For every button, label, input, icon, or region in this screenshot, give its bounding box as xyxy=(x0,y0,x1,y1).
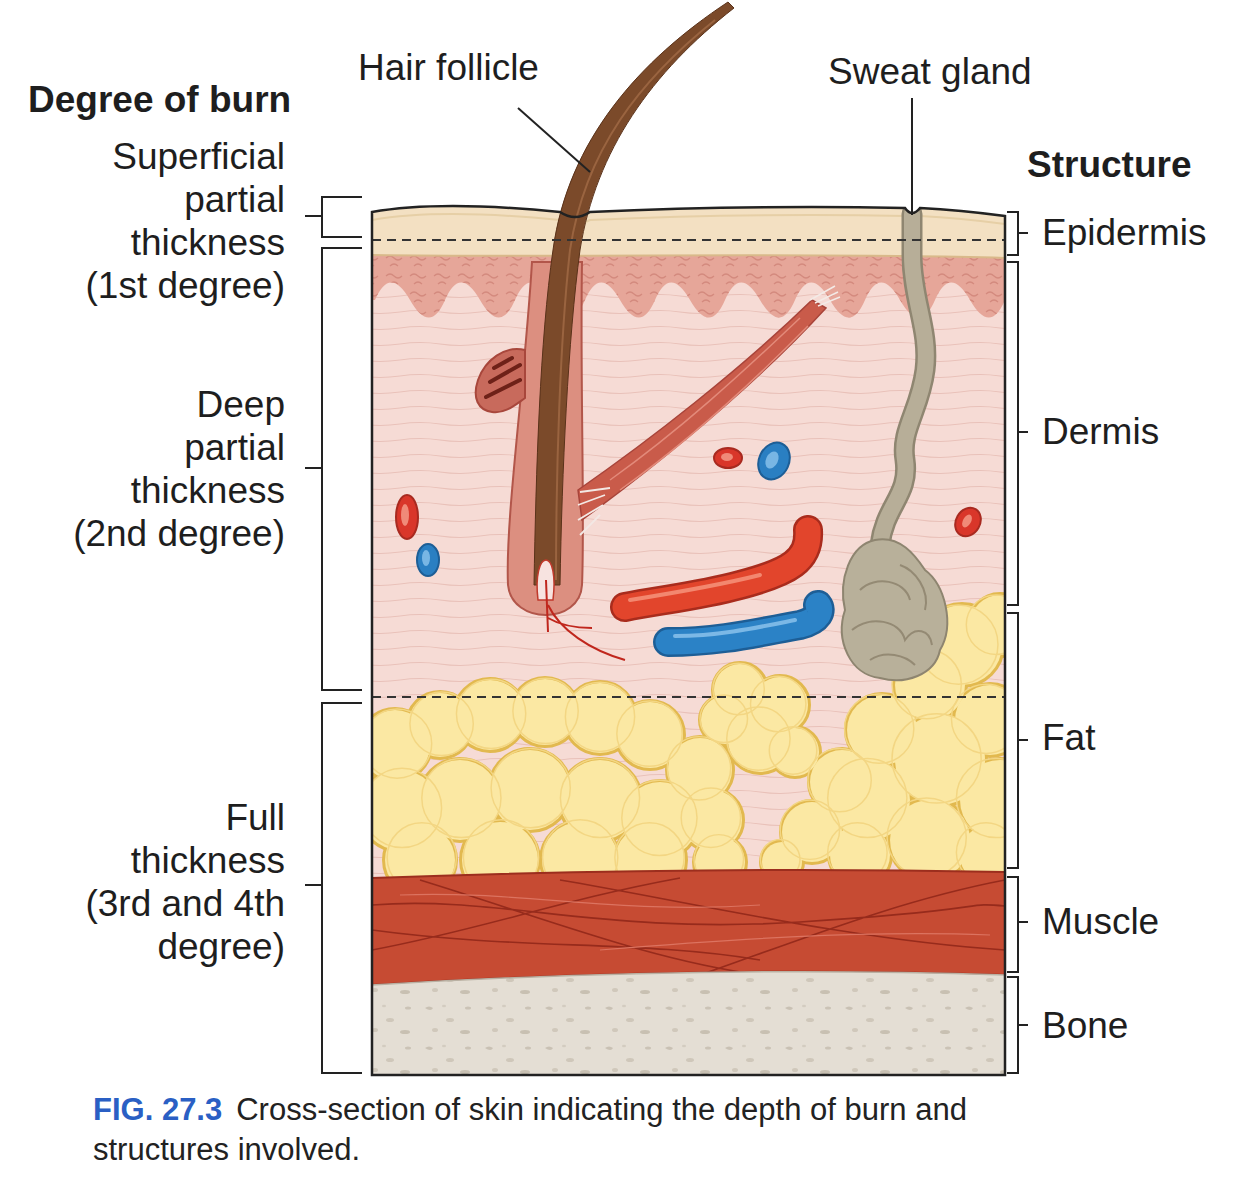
degree-brackets xyxy=(305,197,362,1073)
structure-callout: Hair follicle xyxy=(358,46,539,89)
column-heading: Structure xyxy=(1027,143,1191,186)
layer-label: Muscle xyxy=(1042,900,1159,943)
hair-shaft xyxy=(534,2,734,660)
burn-degree-label: Superficial partial thickness (1st degre… xyxy=(70,135,285,307)
structure-callout: Sweat gland xyxy=(828,50,1032,93)
layer-label: Epidermis xyxy=(1042,211,1207,254)
bone-layer xyxy=(372,972,1005,1075)
leader-lines xyxy=(518,98,912,215)
structure-brackets xyxy=(1007,212,1028,1073)
arrector-pili-muscle xyxy=(578,286,840,535)
tissue-layers xyxy=(360,206,1040,1075)
sebaceous-gland xyxy=(476,349,525,412)
layer-label: Bone xyxy=(1042,1004,1128,1047)
burn-degree-label: Full thickness (3rd and 4th degree) xyxy=(70,796,285,968)
burn-depth-lines xyxy=(372,240,1005,697)
muscle-layer xyxy=(372,870,1005,985)
capillary xyxy=(546,580,625,660)
figure-caption-block: FIG. 27.3Cross-section of skin indicatin… xyxy=(93,1090,1053,1170)
figure-number: FIG. 27.3 xyxy=(93,1092,222,1127)
sweat-gland xyxy=(842,214,947,680)
panel-frame xyxy=(372,206,1005,1075)
figure-caption: Cross-section of skin indicating the dep… xyxy=(93,1092,967,1167)
layer-label: Dermis xyxy=(1042,410,1159,453)
burn-degree-label: Deep partial thickness (2nd degree) xyxy=(70,383,285,555)
layer-label: Fat xyxy=(1042,716,1095,759)
column-heading: Degree of burn xyxy=(28,78,291,121)
